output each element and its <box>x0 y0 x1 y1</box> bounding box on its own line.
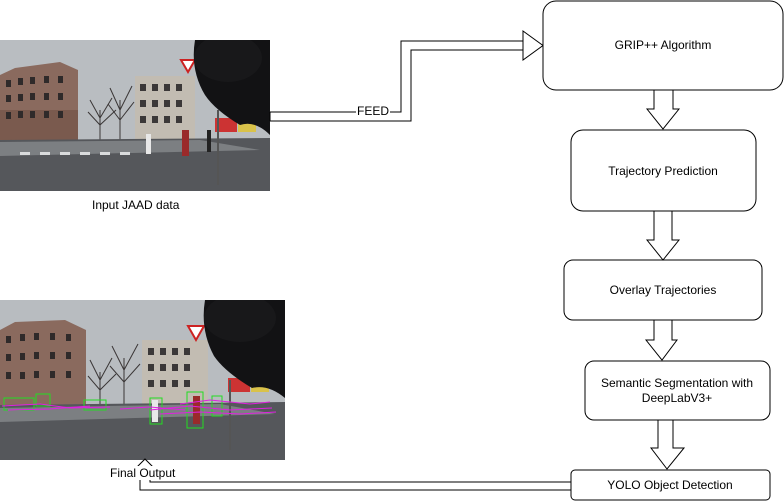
yolo-detection-label: YOLO Object Detection <box>607 478 732 492</box>
arrow-grip-to-trajectory <box>645 89 681 130</box>
arrow-segmentation-to-yolo <box>649 419 686 470</box>
input-caption: Input JAAD data <box>92 198 180 212</box>
yolo-detection-box <box>570 469 771 501</box>
trajectory-prediction-label: Trajectory Prediction <box>608 164 718 178</box>
final-output-photo <box>0 300 285 460</box>
overlay-trajectories-label: Overlay Trajectories <box>610 283 717 297</box>
feed-arrow <box>269 30 544 122</box>
semantic-segmentation-label-line2: DeepLabV3+ <box>642 391 712 405</box>
final-output-arrow <box>135 458 571 491</box>
input-jaad-photo <box>0 40 270 191</box>
grip-algorithm-label: GRIP++ Algorithm <box>615 38 712 52</box>
semantic-segmentation-box <box>584 360 771 421</box>
final-output-label: Final Output <box>109 466 177 480</box>
semantic-segmentation-label-line1: Semantic Segmentation with <box>601 376 753 390</box>
arrow-trajectory-to-overlay <box>645 210 681 261</box>
arrow-overlay-to-segmentation <box>644 319 678 361</box>
feed-label: FEED <box>356 104 391 118</box>
